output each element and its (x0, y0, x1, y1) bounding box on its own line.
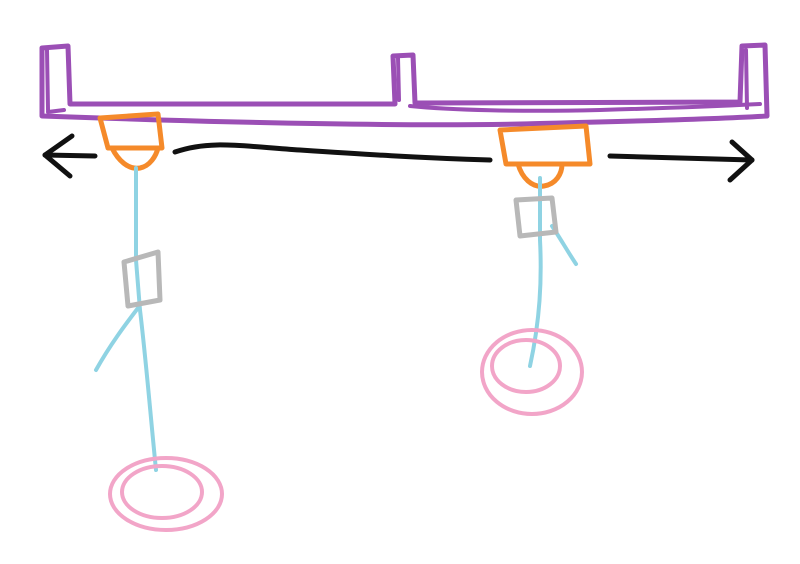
arrow-head-right (727, 139, 755, 183)
rail-post-middle (396, 56, 401, 102)
clip-left (121, 249, 163, 309)
movement-arrow (42, 133, 755, 183)
ring-right-outer (480, 328, 584, 416)
ring-right-inner (490, 338, 562, 394)
rope-left (94, 166, 158, 472)
rail-post-right (744, 48, 749, 110)
trolley-right-body (497, 123, 593, 167)
rope-left-tail (94, 306, 140, 372)
ring-left-outer (108, 456, 224, 532)
ring-left-inner (120, 464, 204, 520)
trolley-left (97, 111, 165, 171)
rail-outline (39, 42, 770, 128)
rail-inner-line (46, 102, 762, 114)
rail-post-left (45, 48, 50, 112)
arrow-line-right (607, 153, 755, 163)
arrow-line-left (42, 152, 98, 159)
rail (39, 42, 770, 128)
rope-left-main (134, 166, 158, 472)
clip-right (513, 195, 559, 239)
ring-left (108, 456, 224, 532)
trolley-right (497, 123, 593, 189)
ring-right (480, 328, 584, 416)
trolley-left-body (97, 111, 165, 151)
arrow-head-left (42, 133, 75, 179)
arrow-line-middle (172, 142, 493, 163)
rope-right-main (528, 176, 543, 368)
trolley-right-hook (515, 161, 565, 189)
trolley-left-hook (109, 145, 161, 171)
